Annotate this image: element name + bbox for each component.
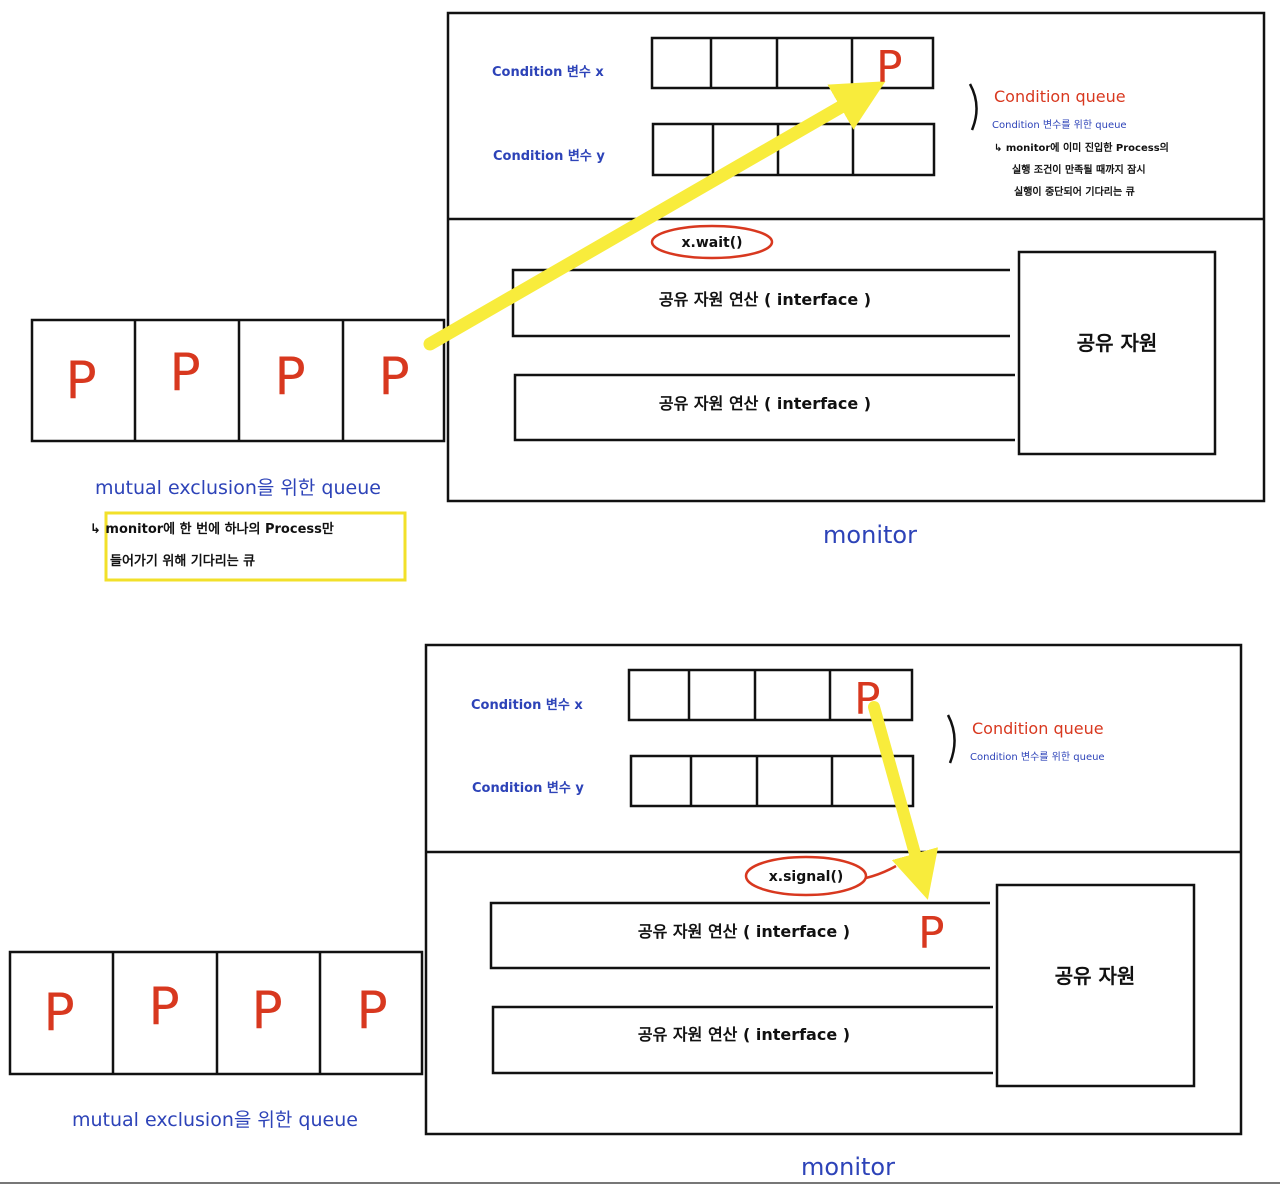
mutex-process-3: P <box>274 347 305 407</box>
process-in-condition-x: P <box>876 42 903 93</box>
signal-diagram <box>8 643 1243 1136</box>
condition-queue-desc-2: 실행 조건이 만족될 때까지 잠시 <box>1012 163 1146 176</box>
process-signaled: P <box>918 908 945 959</box>
operation-label-4: 공유 자원 연산 ( interface ) <box>638 1025 850 1044</box>
mutex-desc-2: 들어가기 위해 기다리는 큐 <box>110 553 255 569</box>
mutex-process-7: P <box>251 981 282 1041</box>
signal-diagram-text: Condition 변수 x Condition 변수 y P Conditio… <box>43 674 1135 1181</box>
wait-call-label: x.wait() <box>681 235 742 251</box>
signal-call-tail <box>865 864 897 880</box>
wait-diagram-text: Condition 변수 x Condition 변수 y P Conditio… <box>65 42 1169 569</box>
mutex-process-6: P <box>148 977 179 1037</box>
operation-box-2 <box>513 373 1015 442</box>
signal-arrow <box>868 701 939 900</box>
signal-call-bubble <box>744 855 868 897</box>
mutex-process-5: P <box>43 983 74 1043</box>
mutex-desc-1: ↳ monitor에 한 번에 하나의 Process만 <box>90 521 334 537</box>
mutex-process-2: P <box>169 343 200 403</box>
condition-queue-sub: Condition 변수를 위한 queue <box>992 118 1127 131</box>
condition-x-label: Condition 변수 x <box>492 65 604 80</box>
process-leaving-condition-x: P <box>854 674 881 725</box>
condition-queue-x-2 <box>627 668 914 722</box>
condition-bracket <box>968 83 978 131</box>
operation-box-3 <box>489 901 990 970</box>
mutex-desc-highlight <box>104 511 407 582</box>
condition-queue-x <box>650 36 935 90</box>
condition-queue-sub-2: Condition 변수를 위한 queue <box>970 750 1105 763</box>
monitor-box <box>446 11 1266 503</box>
condition-queue-desc-1: ↳ monitor에 이미 진입한 Process의 <box>994 141 1169 154</box>
monitor-box-2 <box>424 643 1243 1136</box>
monitor-label: monitor <box>823 521 917 549</box>
operation-label-1: 공유 자원 연산 ( interface ) <box>659 290 871 309</box>
condition-queue-title: Condition queue <box>994 87 1126 106</box>
condition-y-label: Condition 변수 y <box>493 149 605 164</box>
shared-resource-label-2: 공유 자원 <box>1055 964 1136 988</box>
operation-label-2: 공유 자원 연산 ( interface ) <box>659 394 871 413</box>
operation-box-4 <box>491 1005 993 1075</box>
operation-label-3: 공유 자원 연산 ( interface ) <box>638 922 850 941</box>
shared-resource-label: 공유 자원 <box>1077 331 1158 355</box>
signal-call-label: x.signal() <box>769 869 844 885</box>
condition-y-label-2: Condition 변수 y <box>472 781 584 796</box>
mutex-queue-label: mutual exclusion을 위한 queue <box>95 477 381 499</box>
condition-bracket-2 <box>946 714 956 764</box>
monitor-label-2: monitor <box>801 1153 895 1181</box>
condition-queue-desc-3: 실행이 중단되어 기다리는 큐 <box>1014 185 1135 198</box>
mutex-queue-label-2: mutual exclusion을 위한 queue <box>72 1109 358 1131</box>
mutex-process-4: P <box>378 347 409 407</box>
shared-resource-box <box>1017 250 1217 456</box>
condition-queue-title-2: Condition queue <box>972 719 1104 738</box>
mutex-process-8: P <box>356 981 387 1041</box>
condition-x-label-2: Condition 변수 x <box>471 698 583 713</box>
shared-resource-box-2 <box>995 883 1196 1088</box>
wait-call-bubble <box>650 224 774 260</box>
condition-queue-y-2 <box>629 754 915 808</box>
condition-queue-y <box>651 122 936 177</box>
mutex-process-1: P <box>65 351 96 411</box>
wait-arrow <box>423 81 886 351</box>
